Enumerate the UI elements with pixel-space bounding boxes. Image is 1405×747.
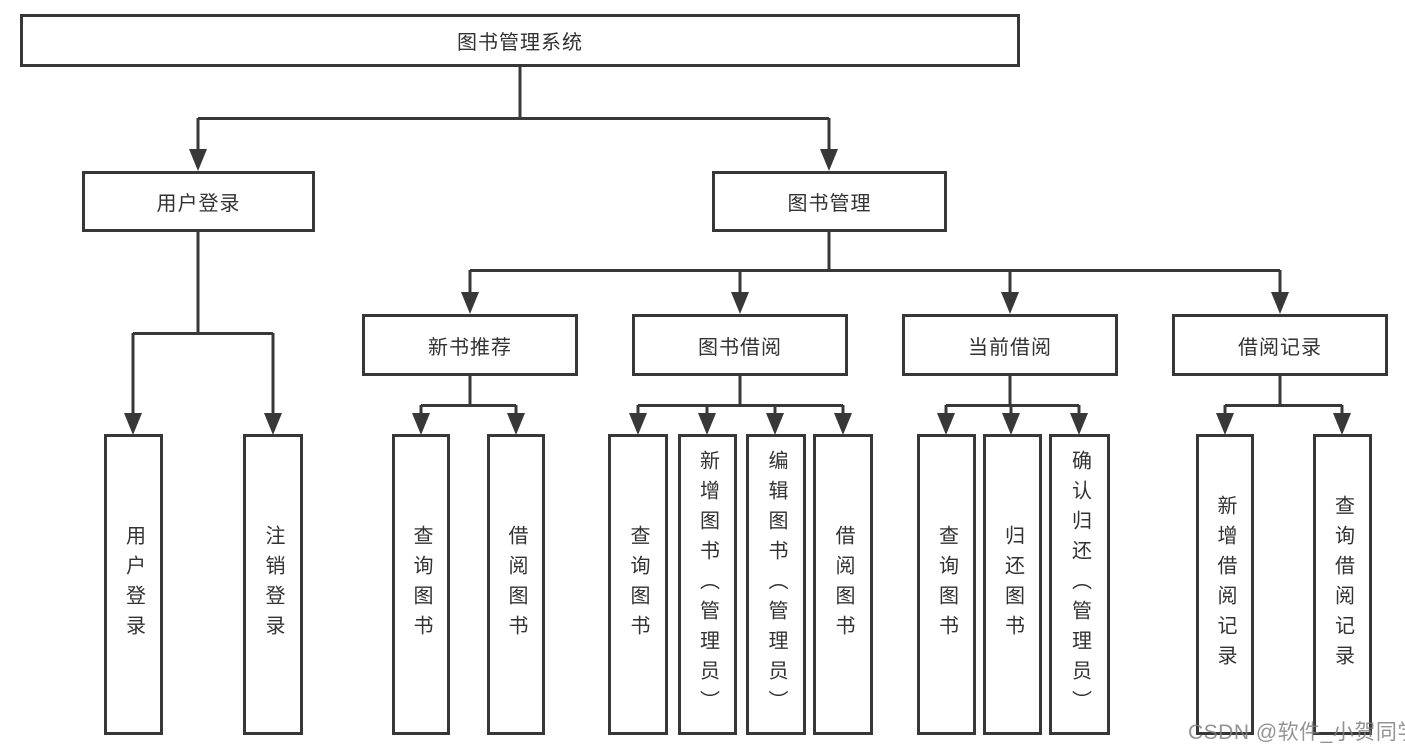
leaf-edit-book-admin: 编辑图书（管理员） <box>746 434 806 735</box>
leaf-borrow-books: 借阅图书 <box>813 434 873 735</box>
leaf-query-books-borrow: 查询图书 <box>608 434 668 735</box>
node-book-management: 图书管理 <box>712 171 947 232</box>
arrowheads <box>124 149 1351 435</box>
node-new-book-recommendation: 新书推荐 <box>362 314 578 376</box>
node-borrowing-records: 借阅记录 <box>1172 314 1388 376</box>
node-library-management-system: 图书管理系统 <box>20 14 1020 67</box>
leaf-query-books-recommend: 查询图书 <box>392 434 450 735</box>
node-current-borrowing: 当前借阅 <box>902 314 1118 376</box>
node-user-login: 用户登录 <box>82 171 315 232</box>
leaf-query-borrow-record: 查询借阅记录 <box>1313 434 1372 735</box>
leaf-query-books-current: 查询图书 <box>917 434 976 735</box>
node-book-borrowing: 图书借阅 <box>632 314 848 376</box>
leaf-add-book-admin: 新增图书（管理员） <box>678 434 737 735</box>
leaf-return-book: 归还图书 <box>983 434 1042 735</box>
leaf-confirm-return-admin: 确认归还（管理员） <box>1049 434 1110 735</box>
leaf-logout: 注销登录 <box>243 434 303 735</box>
leaf-add-borrow-record: 新增借阅记录 <box>1196 434 1254 735</box>
csdn-watermark: CSDN @软件_小贺同学 <box>1188 721 1405 744</box>
leaf-borrow-books-recommend: 借阅图书 <box>487 434 545 735</box>
leaf-user-login: 用户登录 <box>104 434 163 735</box>
